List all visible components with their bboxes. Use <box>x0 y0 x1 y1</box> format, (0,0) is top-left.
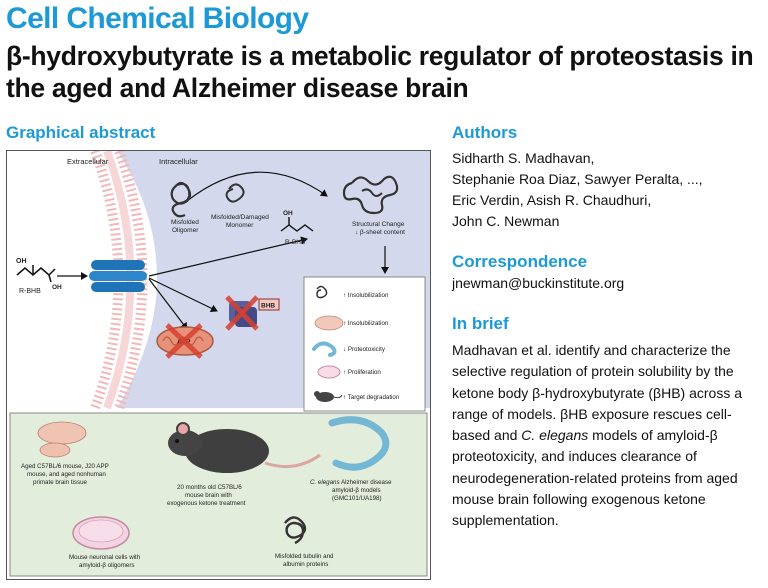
tubulin-label-1: Misfolded tubulin and <box>275 553 334 560</box>
effect-row: ↑ Proliferation <box>317 365 381 379</box>
correspondence-heading: Correspondence <box>452 252 588 271</box>
structural-change-aggregate-icon <box>342 175 399 215</box>
hydroxyl-label-2: OH <box>52 284 62 291</box>
misfolded-oligomer-icon <box>170 181 192 218</box>
extracellular-label: Extracellular <box>67 157 109 166</box>
aged-tissue-label-2: mouse, and aged nonhuman <box>27 471 106 478</box>
petri-dish-icon <box>317 365 341 379</box>
graphical-abstract-heading: Graphical abstract <box>6 123 156 142</box>
aged-tissue-label-1: Aged C57BL/6 mouse, J20 APP <box>21 463 109 470</box>
rbhb-left-label: R-BHB <box>19 288 41 295</box>
in-brief-heading: In brief <box>452 314 509 333</box>
in-brief-italic: C. elegans <box>521 427 589 444</box>
misfolded-monomer-label-1: Misfolded/Damaged <box>211 214 269 221</box>
effect-row: ↑ Insolubilization <box>314 315 389 331</box>
author-line: Sidharth S. Madhavan, <box>452 150 595 166</box>
author-list: Sidharth S. Madhavan, Stephanie Roa Diaz… <box>452 148 762 232</box>
transporter-icon <box>89 260 147 292</box>
protein-aggregate-icon <box>316 285 328 299</box>
mouse-treatment-label-2: mouse brain with <box>185 492 232 499</box>
structural-change-label-1: Structural Change <box>352 221 405 228</box>
c-elegans-label-3: (GMC101/UA198) <box>332 495 382 502</box>
authors-heading: Authors <box>452 123 518 142</box>
correspondence-email[interactable]: jnewman@buckinstitute.org <box>452 275 625 291</box>
effect-row: ↑ Insolubilization <box>316 285 389 299</box>
arrow-to-mitochondria <box>148 278 188 330</box>
article-title: β-hydroxybutyrate is a metabolic regulat… <box>6 41 754 103</box>
graphical-abstract-figure: Extracellular Intracellular OH OH R-BHB … <box>9 151 430 577</box>
structural-change-label-2: ↓ β-sheet content <box>355 229 405 236</box>
arrow-to-bhb-complex <box>148 277 218 312</box>
effect-row: ↑ Target degradation <box>314 391 400 402</box>
mouse-treatment-label-3: exogenous ketone treatment <box>167 500 246 507</box>
brain-icon <box>314 315 344 331</box>
rbhb-molecule-left: OH OH R-BHB <box>16 258 62 295</box>
effect-label: ↑ Target degradation <box>343 394 400 401</box>
misfolded-oligomer-label-1: Misfolded <box>171 219 199 226</box>
author-line: John C. Newman <box>452 213 560 229</box>
rbhb-center-label: R-BHB <box>285 239 305 246</box>
author-line: Stephanie Roa Diaz, Sawyer Peralta, ..., <box>452 171 703 187</box>
neuronal-cells-label-2: amyloid-β oligomers <box>79 562 134 569</box>
effect-label: ↑ Insolubilization <box>343 292 389 299</box>
in-brief-part-2: models of amyloid-β proteotoxicity, and … <box>452 427 738 529</box>
arrow-to-monomer <box>148 236 308 277</box>
aged-mouse-icon <box>168 422 321 473</box>
tubulin-label-2: albumin proteins <box>283 561 328 568</box>
misfolded-oligomer-label-2: Oligomer <box>172 227 199 234</box>
c-elegans-italic: C. elegans <box>310 479 340 486</box>
hydroxyl-label: OH <box>16 258 27 265</box>
c-elegans-label-1-rest: Alzheimer disease <box>340 479 392 486</box>
effect-row: ↓ Proteotoxicity <box>312 341 386 357</box>
effect-label: ↑ Insolubilization <box>343 320 389 327</box>
journal-name: Cell Chemical Biology <box>6 2 309 35</box>
in-brief-part-1: Madhavan et al. identify and characteriz… <box>452 342 743 444</box>
petri-dish-large-icon <box>72 516 130 550</box>
author-line: Eric Verdin, Asish R. Chaudhuri, <box>452 192 652 208</box>
c-elegans-label-1: C. elegans Alzheimer disease <box>310 479 392 486</box>
effect-label: ↓ Proteotoxicity <box>343 346 386 353</box>
hydroxyl-label-center: OH <box>283 210 293 217</box>
intracellular-label: Intracellular <box>159 157 198 166</box>
misfolded-monomer-icon <box>225 183 245 203</box>
mitochondria-icon: ATP <box>156 323 214 359</box>
brain-tissue-icon <box>37 421 87 458</box>
c-elegans-label-2: amyloid-β models <box>332 487 381 494</box>
curved-arrow <box>186 171 328 202</box>
misfolded-tubulin-icon <box>284 516 307 545</box>
neuronal-cells-label-1: Mouse neuronal cells with <box>69 554 141 561</box>
effect-label: ↑ Proliferation <box>343 369 381 376</box>
bhb-complex-icon: BHB <box>225 295 280 331</box>
bhb-label: BHB <box>261 303 275 310</box>
c-elegans-icon <box>328 416 390 471</box>
aged-tissue-label-3: primate brain tissue <box>33 479 88 486</box>
rbhb-molecule-center: OH R-BHB <box>280 210 314 246</box>
mouse-treatment-label-1: 20 months old C57BL/6 <box>177 484 242 491</box>
misfolded-monomer-label-2: Monomer <box>226 222 254 229</box>
worm-icon <box>312 341 337 357</box>
mouse-icon <box>316 392 334 402</box>
graphical-abstract: Extracellular Intracellular OH OH R-BHB … <box>6 150 431 580</box>
in-brief-text: Madhavan et al. identify and characteriz… <box>452 340 764 532</box>
